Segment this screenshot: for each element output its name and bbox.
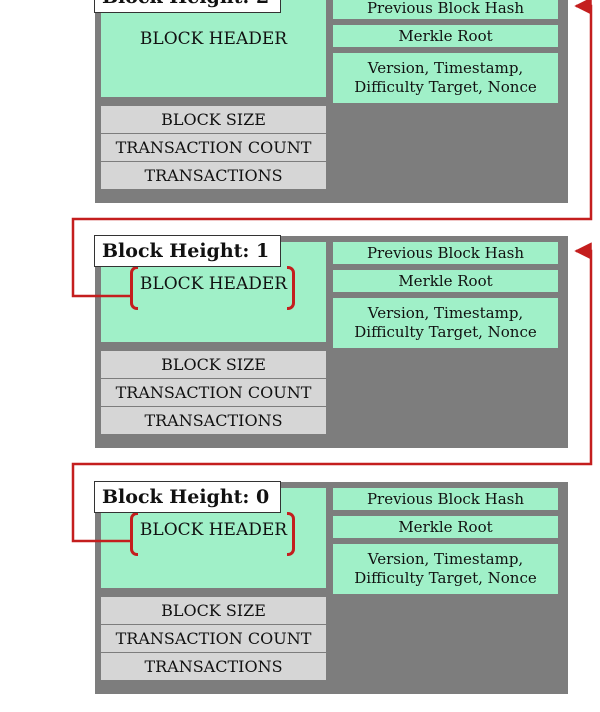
block-size-row: BLOCK SIZE — [101, 351, 326, 378]
header-bracket-left — [130, 266, 138, 310]
block-header-label: BLOCK HEADER — [139, 29, 288, 49]
header-metadata-field: Version, Timestamp, Difficulty Target, N… — [333, 53, 558, 103]
header-metadata-field: Version, Timestamp, Difficulty Target, N… — [333, 544, 558, 594]
transactions-row: TRANSACTIONS — [101, 162, 326, 189]
previous-block-hash-field: Previous Block Hash — [333, 0, 558, 19]
block-height-1: BLOCK HEADER Previous Block Hash Merkle … — [0, 235, 600, 466]
block-title: Block Height: 0 — [94, 481, 281, 513]
header-bracket-right — [287, 266, 295, 310]
merkle-root-field: Merkle Root — [333, 516, 558, 538]
transaction-count-row: TRANSACTION COUNT — [101, 625, 326, 652]
merkle-root-field: Merkle Root — [333, 25, 558, 47]
block-size-row: BLOCK SIZE — [101, 106, 326, 133]
merkle-root-field: Merkle Root — [333, 270, 558, 292]
transactions-row: TRANSACTIONS — [101, 653, 326, 680]
header-metadata-field: Version, Timestamp, Difficulty Target, N… — [333, 298, 558, 348]
block-height-2: BLOCK HEADER Previous Block Hash Merkle … — [0, 0, 600, 221]
header-bracket-right — [287, 512, 295, 556]
block-size-row: BLOCK SIZE — [101, 597, 326, 624]
transaction-count-row: TRANSACTION COUNT — [101, 134, 326, 161]
transactions-row: TRANSACTIONS — [101, 407, 326, 434]
block-title: Block Height: 1 — [94, 235, 281, 267]
previous-block-hash-field: Previous Block Hash — [333, 488, 558, 510]
transaction-count-row: TRANSACTION COUNT — [101, 379, 326, 406]
previous-block-hash-field: Previous Block Hash — [333, 242, 558, 264]
block-height-0: BLOCK HEADER Previous Block Hash Merkle … — [0, 481, 600, 712]
header-bracket-left — [130, 512, 138, 556]
block-title: Block Height: 2 — [94, 0, 281, 13]
